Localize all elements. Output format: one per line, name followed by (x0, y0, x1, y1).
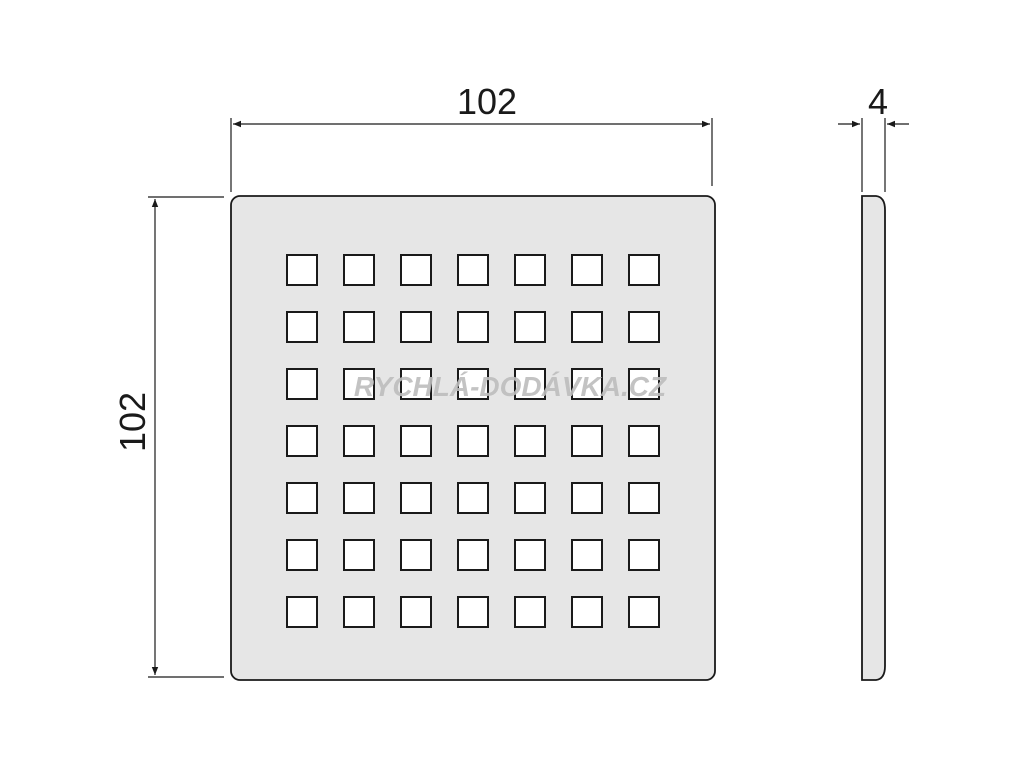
square-hole (286, 311, 318, 343)
square-hole (628, 482, 660, 514)
square-hole (286, 425, 318, 457)
square-hole (514, 368, 546, 400)
square-hole (514, 425, 546, 457)
square-hole (628, 596, 660, 628)
square-hole (400, 254, 432, 286)
square-hole (343, 368, 375, 400)
square-hole (343, 596, 375, 628)
square-hole (514, 311, 546, 343)
square-hole (571, 482, 603, 514)
square-hole (343, 254, 375, 286)
square-hole (343, 539, 375, 571)
square-hole (628, 425, 660, 457)
square-hole (628, 368, 660, 400)
square-hole (286, 539, 318, 571)
watermark-text: RYCHLÁ-DODÁVKA.CZ (354, 371, 667, 402)
square-hole (571, 254, 603, 286)
square-hole (571, 539, 603, 571)
square-hole (400, 425, 432, 457)
square-hole (457, 311, 489, 343)
square-hole (286, 368, 318, 400)
square-hole (571, 596, 603, 628)
square-hole (400, 482, 432, 514)
square-hole (457, 254, 489, 286)
square-hole (457, 482, 489, 514)
width-dimension-label: 102 (457, 81, 517, 122)
square-hole (628, 311, 660, 343)
square-hole (514, 254, 546, 286)
thickness-dimension-label: 4 (868, 81, 888, 122)
square-hole (400, 311, 432, 343)
square-hole (514, 596, 546, 628)
square-hole (457, 425, 489, 457)
square-hole (571, 425, 603, 457)
square-hole (286, 596, 318, 628)
square-hole (343, 425, 375, 457)
square-hole (400, 368, 432, 400)
square-hole (400, 596, 432, 628)
square-hole (286, 482, 318, 514)
square-hole (457, 539, 489, 571)
hole-grid (286, 254, 660, 628)
square-hole (628, 539, 660, 571)
square-hole (514, 539, 546, 571)
square-hole (343, 482, 375, 514)
square-hole (400, 539, 432, 571)
square-hole (286, 254, 318, 286)
square-hole (343, 311, 375, 343)
square-hole (514, 482, 546, 514)
square-hole (571, 311, 603, 343)
square-hole (571, 368, 603, 400)
square-hole (457, 368, 489, 400)
square-hole (457, 596, 489, 628)
square-hole (628, 254, 660, 286)
height-dimension-label: 102 (112, 392, 153, 452)
side-view-profile (861, 195, 886, 681)
